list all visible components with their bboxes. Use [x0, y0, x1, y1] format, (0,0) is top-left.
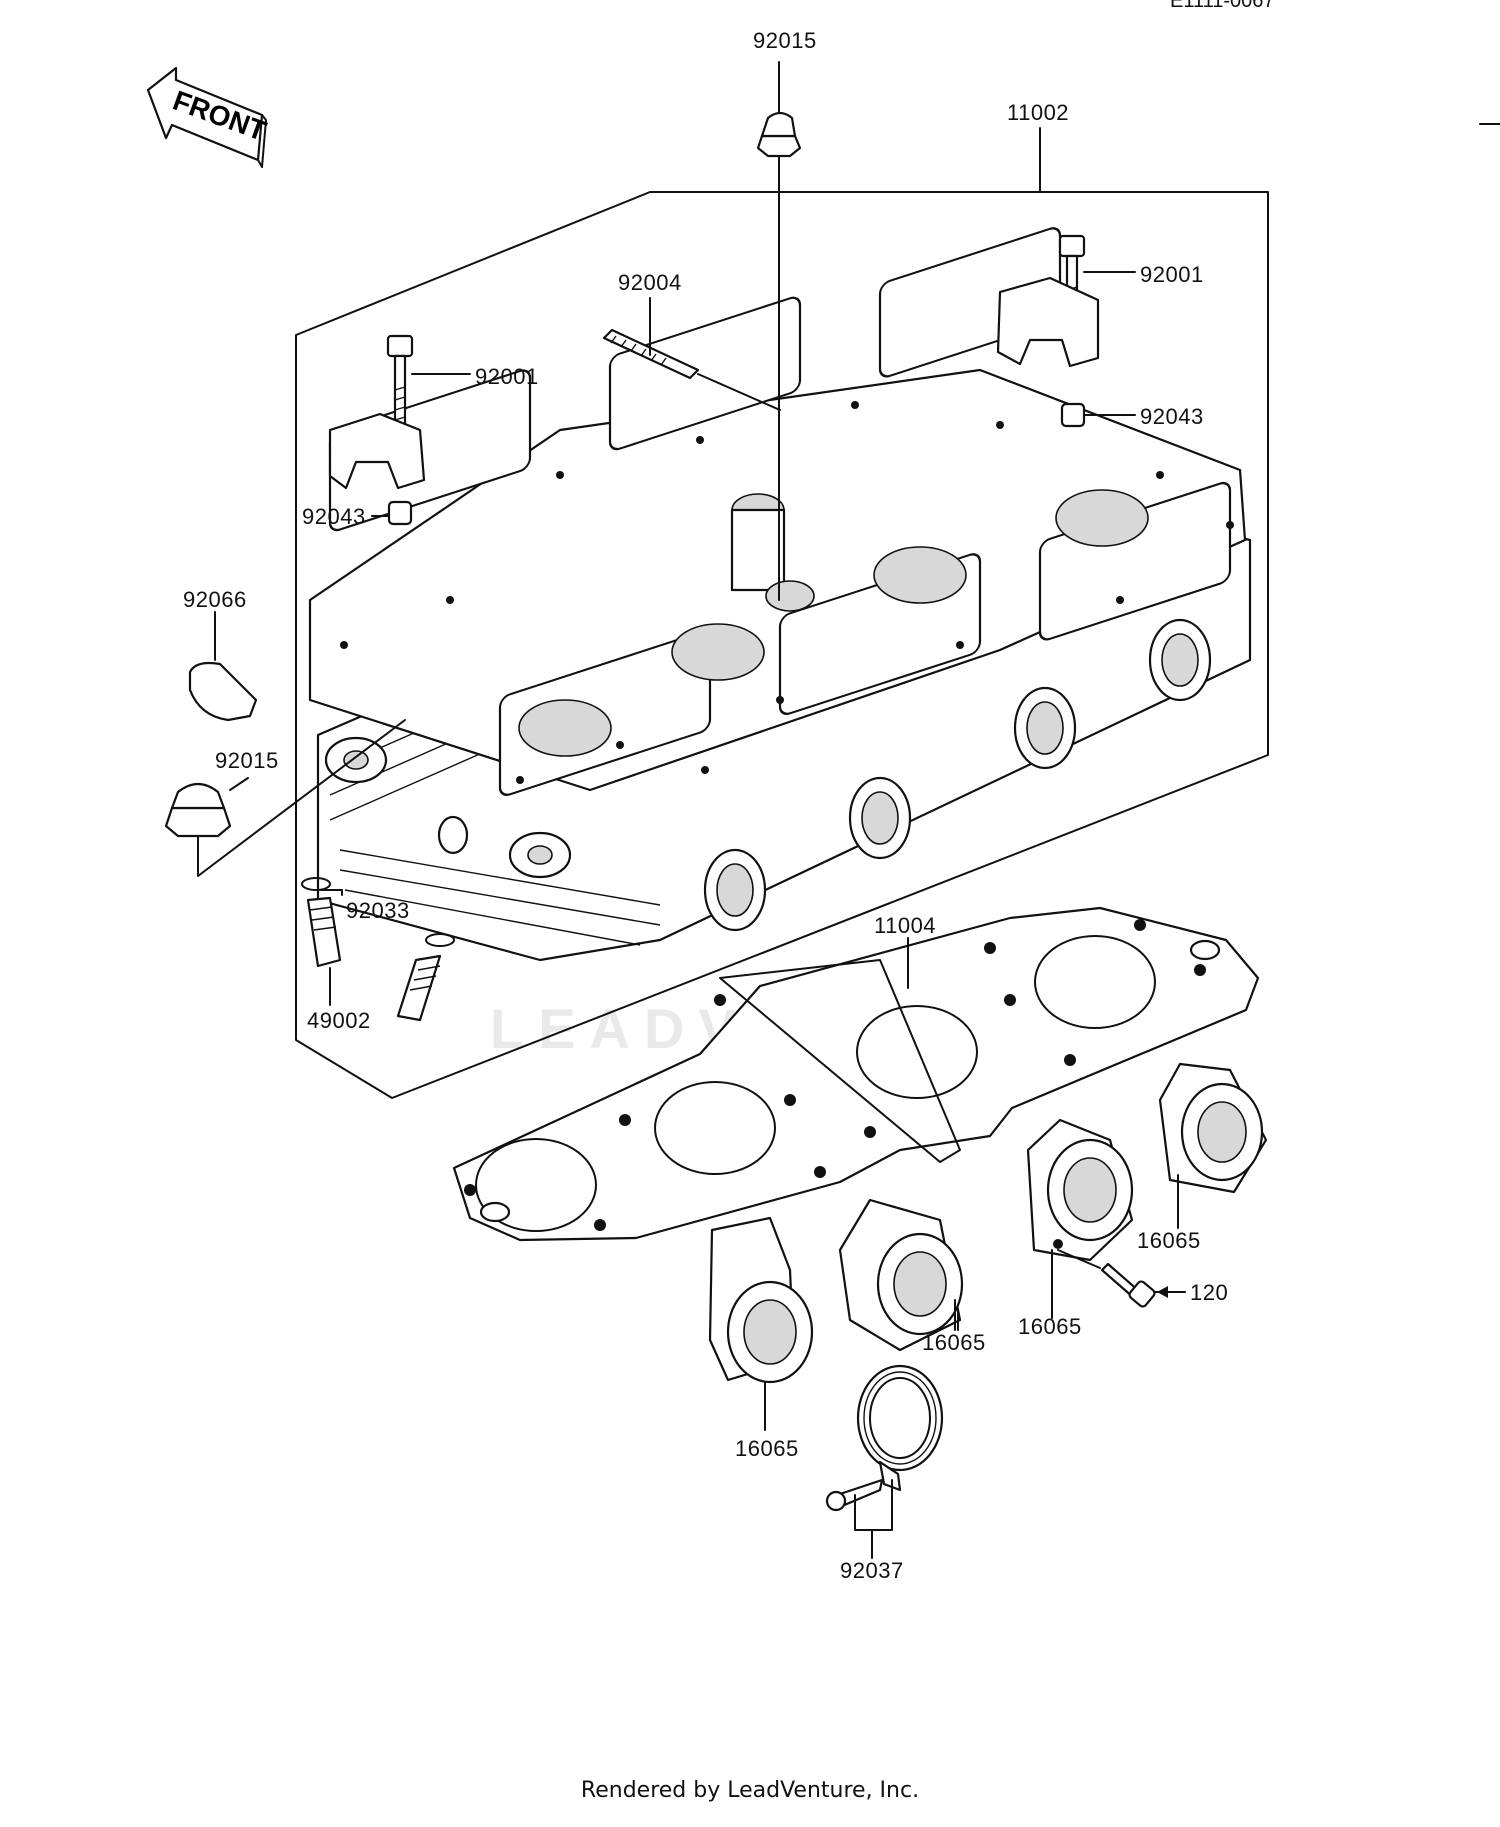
document-number: E1111-0067	[1170, 0, 1275, 12]
stud-92004	[602, 297, 781, 411]
cap-nut-92015-left	[164, 719, 406, 877]
intake-holder-16065-a	[708, 1216, 814, 1431]
callout-92043-right: 92043	[1140, 404, 1204, 429]
head-gasket-11004	[452, 906, 1260, 1242]
callout-11002: 11002	[1007, 100, 1069, 125]
callout-92066: 92066	[183, 587, 247, 612]
cam-housing-rear	[328, 227, 1062, 532]
callout-92033: 92033	[346, 898, 410, 923]
callout-92004: 92004	[618, 270, 682, 295]
intake-holder-16065-d	[1158, 1062, 1268, 1229]
valve-guide-49002	[301, 877, 455, 1022]
callout-16065-b: 16065	[922, 1330, 986, 1355]
intake-holder-16065-b	[838, 1198, 964, 1352]
callout-92043-left: 92043	[302, 504, 366, 529]
dowel-92043-right	[1060, 402, 1086, 428]
callout-16065-a: 16065	[735, 1436, 799, 1461]
screw-120	[1057, 1249, 1186, 1308]
callout-labels: 92015 11002 92001 92004 92001 92043 9204…	[183, 28, 1228, 1583]
cam-cap-left	[328, 412, 426, 490]
intake-ports	[703, 618, 1212, 932]
bolt-92001-left	[328, 334, 471, 526]
callout-92001-right: 92001	[1140, 262, 1204, 287]
callout-11004: 11004	[874, 913, 936, 938]
footer-credit: Rendered by LeadVenture, Inc.	[580, 1778, 920, 1803]
front-arrow-icon: FRONT	[146, 66, 270, 168]
cylinder-head	[308, 227, 1252, 962]
bolt-92001-right	[996, 234, 1136, 428]
callout-16065-c: 16065	[1018, 1314, 1082, 1339]
dowel-92043-left	[387, 500, 413, 526]
cam-cap-right	[996, 276, 1100, 368]
callout-92015-top: 92015	[753, 28, 817, 53]
cap-nut-92015-top	[756, 61, 802, 601]
callout-92001-left: 92001	[475, 364, 539, 389]
callout-120: 120	[1190, 1280, 1228, 1305]
cylinder-head-frame	[295, 127, 1269, 1099]
callout-49002: 49002	[307, 1008, 371, 1033]
plug-92066	[188, 611, 258, 722]
callout-92015-left: 92015	[215, 748, 279, 773]
clamp-92037	[825, 1364, 944, 1559]
intake-holder-16065-c	[1026, 1118, 1134, 1319]
callout-16065-d: 16065	[1137, 1228, 1201, 1253]
callout-92037: 92037	[840, 1558, 904, 1583]
